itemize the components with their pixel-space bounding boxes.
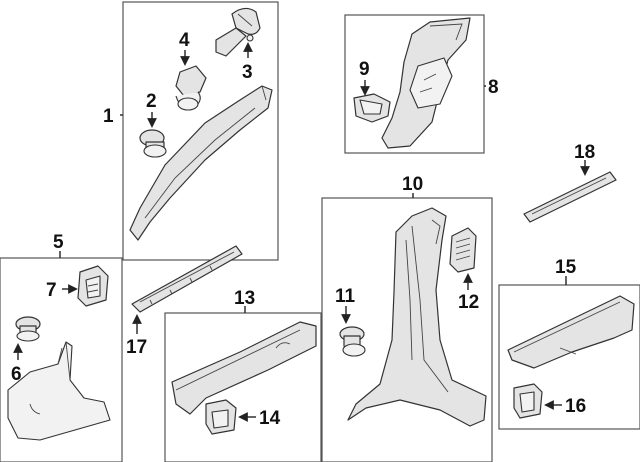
clip-part-12 (449, 227, 477, 273)
callout-label-18: 18 (574, 142, 595, 163)
clip-part-16 (513, 383, 543, 419)
rear-scuff-plate-part-15 (507, 295, 635, 369)
callout-label-6: 6 (11, 364, 22, 385)
retainer-part-7 (77, 265, 109, 307)
rear-sill-strip-part-18 (523, 171, 617, 223)
group-box-b-pillar (321, 197, 493, 462)
push-pin-part-11 (339, 326, 366, 357)
callout-label-13: 13 (234, 288, 255, 309)
callout-label-11: 11 (335, 286, 356, 307)
callout-label-2: 2 (146, 91, 157, 112)
callout-label-12: 12 (458, 292, 479, 313)
callout-label-1: 1 (103, 106, 114, 127)
callout-label-8: 8 (488, 77, 499, 98)
group-box-scuff-plate-rear (498, 284, 640, 430)
callout-label-4: 4 (179, 30, 190, 51)
sill-strip-part-17 (131, 245, 243, 313)
callout-label-5: 5 (53, 232, 64, 253)
a-pillar-trim-part (129, 85, 273, 241)
grab-handle-part-3 (215, 7, 261, 57)
callout-label-14: 14 (259, 408, 281, 429)
callout-label-10: 10 (402, 174, 423, 195)
group-box-scuff-plate-front (164, 312, 322, 462)
callout-label-15: 15 (555, 257, 577, 278)
callout-label-7: 7 (46, 280, 57, 301)
callout-label-9: 9 (359, 59, 370, 80)
b-pillar-trim-part-10 (347, 207, 487, 427)
group-box-a-pillar (122, 1, 279, 261)
group-box-upper-trim (344, 14, 485, 154)
group-box-cowl-trim (0, 257, 123, 462)
callout-label-16: 16 (565, 396, 586, 417)
push-pin-part-6 (15, 316, 41, 342)
quarter-trim-part-8 (381, 17, 471, 149)
clip-part-14 (205, 399, 237, 435)
cowl-trim-part-5 (7, 341, 111, 441)
callout-label-17: 17 (126, 337, 147, 358)
front-scuff-plate-part-13 (171, 321, 317, 415)
callout-lines (13, 42, 590, 422)
push-clip-part-2 (139, 129, 167, 158)
clip-part-9 (353, 93, 391, 123)
callout-label-3: 3 (242, 62, 253, 83)
handle-clip-part-4 (175, 65, 207, 111)
